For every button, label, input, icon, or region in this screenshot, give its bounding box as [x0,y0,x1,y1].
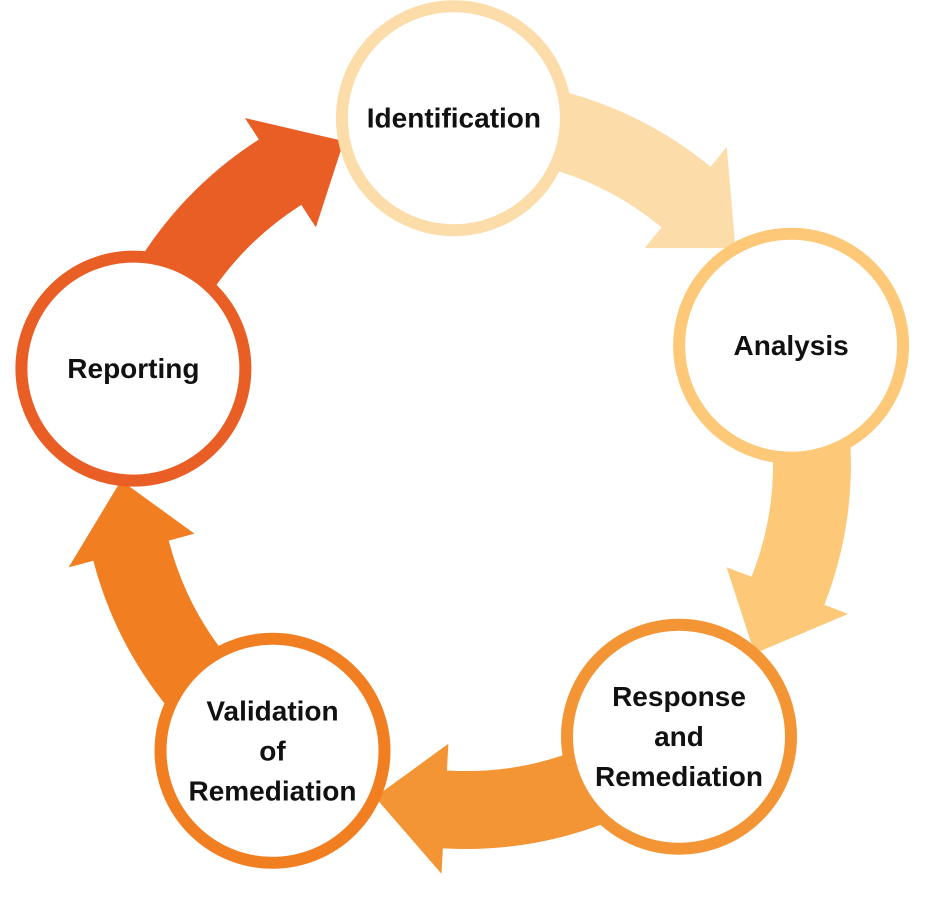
step-circle-identification [335,0,572,237]
step-label-validation-of-remediation-line-1: Validation [206,695,338,726]
step-label-identification-line-1: Identification [367,103,541,134]
step-label-validation-of-remediation-line-2: of [259,735,286,766]
step-circle-reporting [15,250,252,487]
step-circle-validation-of-remediation [154,632,391,869]
step-label-analysis-line-1: Analysis [734,330,849,361]
step-label-reporting-line-1: Reporting [67,353,199,384]
step-circle-analysis [673,227,910,464]
step-label-response-and-remediation-line-2: and [654,721,704,752]
step-label-response-and-remediation-line-3: Remediation [595,761,763,792]
step-node-identification: Identification [335,0,572,237]
step-label-validation-of-remediation-line-3: Remediation [188,775,356,806]
step-node-reporting: Reporting [15,250,252,487]
step-circle-response-and-remediation [561,618,797,855]
step-label-response-and-remediation-line-1: Response [612,681,746,712]
step-node-analysis: Analysis [673,227,910,464]
